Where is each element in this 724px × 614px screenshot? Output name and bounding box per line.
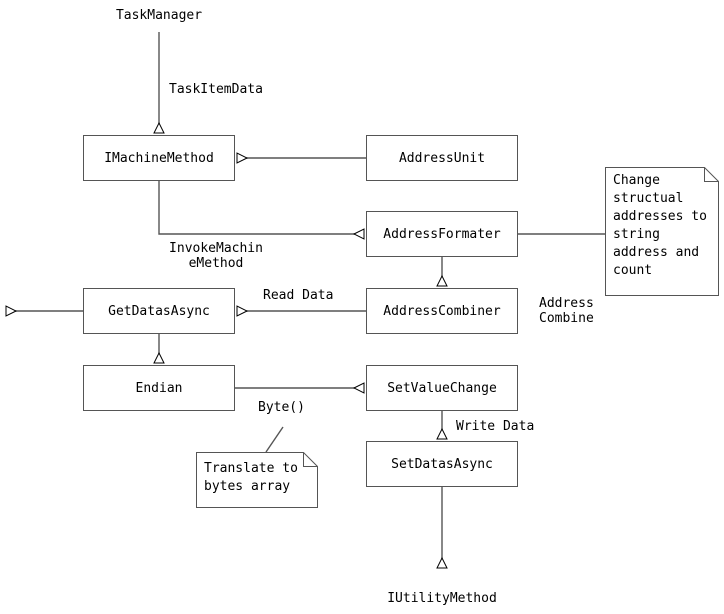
edge-label-byte: Byte() (258, 400, 305, 415)
node-addressformater[interactable]: AddressFormater (366, 211, 518, 257)
endpoint-label-taskmanager: TaskManager (115, 8, 203, 23)
node-setvaluechange[interactable]: SetValueChange (366, 365, 518, 411)
node-getdatasasync[interactable]: GetDatasAsync (83, 288, 235, 334)
edge-label-invokemachinemethod: InvokeMachin eMethod (169, 241, 263, 271)
edge-imachinemethod-to-addressformater (158, 181, 364, 234)
note-translate-bytes[interactable]: Translate to bytes array (196, 452, 318, 508)
edge-label-writedata: Write Data (456, 419, 535, 434)
node-label: SetValueChange (387, 380, 497, 396)
node-label: AddressCombiner (383, 303, 501, 319)
connector-byte-to-note (265, 426, 284, 453)
note-shape-icon (196, 452, 318, 508)
note-address-change[interactable]: Change structual addresses to string add… (605, 167, 719, 296)
edge-label-taskitemdata: TaskItemData (169, 82, 263, 97)
node-label: IMachineMethod (104, 150, 214, 166)
node-label: AddressFormater (383, 226, 501, 242)
node-endian[interactable]: Endian (83, 365, 235, 411)
node-setdatasasync[interactable]: SetDatasAsync (366, 441, 518, 487)
edge-label-readdata: Read Data (263, 288, 334, 303)
node-label: GetDatasAsync (108, 303, 210, 319)
node-addressunit[interactable]: AddressUnit (366, 135, 518, 181)
note-text: Translate to bytes array (204, 461, 298, 494)
endpoint-label-iutilitymethod: IUtilityMethod (387, 591, 497, 606)
node-label: SetDatasAsync (391, 456, 493, 472)
node-addresscombiner[interactable]: AddressCombiner (366, 288, 518, 334)
node-label: AddressUnit (398, 150, 486, 166)
node-label: Endian (135, 380, 183, 396)
note-text: Change structual addresses to string add… (613, 173, 707, 278)
node-imachinemethod[interactable]: IMachineMethod (83, 135, 235, 181)
note-shape-icon (605, 167, 719, 296)
edge-label-addresscombine: Address Combine (539, 296, 594, 326)
